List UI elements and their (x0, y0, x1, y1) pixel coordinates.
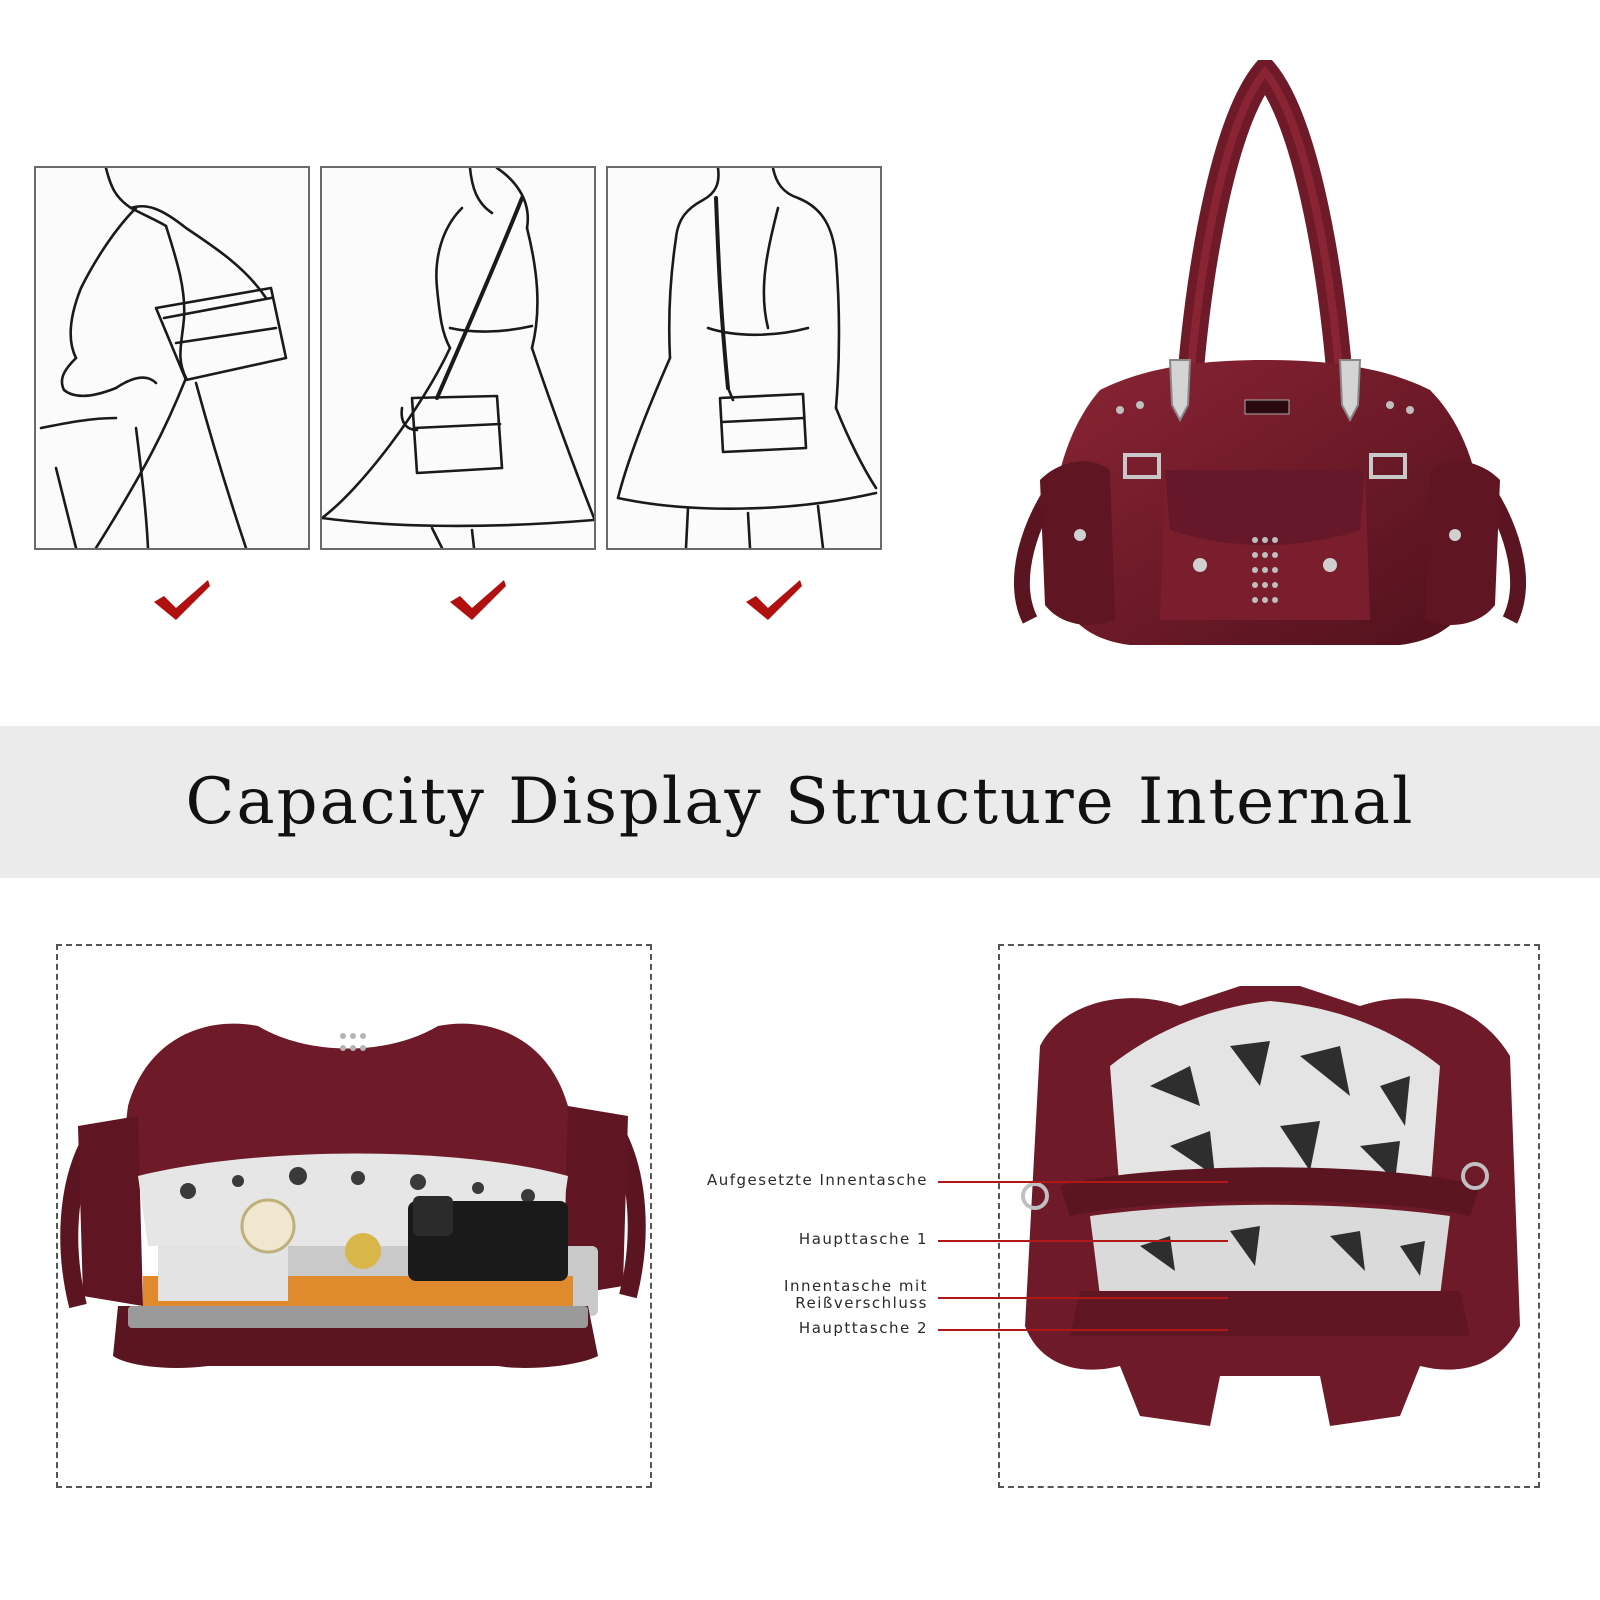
callout-label-zip-pocket: Innentasche mit Reißverschluss (784, 1277, 928, 1312)
section-banner: Capacity Display Structure Internal (0, 726, 1600, 878)
callout-line-zip-pocket (938, 1297, 1228, 1299)
shoulder-carry-sketch (34, 166, 310, 550)
callout-line-main-compartment-1 (938, 1240, 1228, 1242)
handbag-front-image (1014, 60, 1526, 645)
structure-photo-frame (998, 944, 1540, 1488)
crossbody-side-carry-sketch (320, 166, 596, 550)
bag-capacity-image (60, 1023, 646, 1368)
callout-label-patch-pocket: Aufgesetzte Innentasche (706, 1171, 928, 1189)
callout-line-patch-pocket (938, 1181, 1228, 1183)
callout-line-main-compartment-2 (938, 1329, 1228, 1331)
crossbody-side-sketch-drawing (322, 168, 594, 548)
callout-label-main-compartment-2: Haupttasche 2 (798, 1319, 928, 1337)
shoulder-sketch-drawing (39, 168, 288, 548)
callout-label-main-compartment-1: Haupttasche 1 (798, 1230, 928, 1248)
check-mark-icon (450, 580, 506, 620)
check-mark-icon (746, 580, 802, 620)
crossbody-front-carry-sketch (606, 166, 882, 550)
check-mark-icon (154, 580, 210, 620)
banner-title: Capacity Display Structure Internal (185, 765, 1415, 839)
capacity-photo-frame (56, 944, 652, 1488)
bag-structure-image (1021, 986, 1520, 1426)
crossbody-front-sketch-drawing (616, 168, 878, 548)
